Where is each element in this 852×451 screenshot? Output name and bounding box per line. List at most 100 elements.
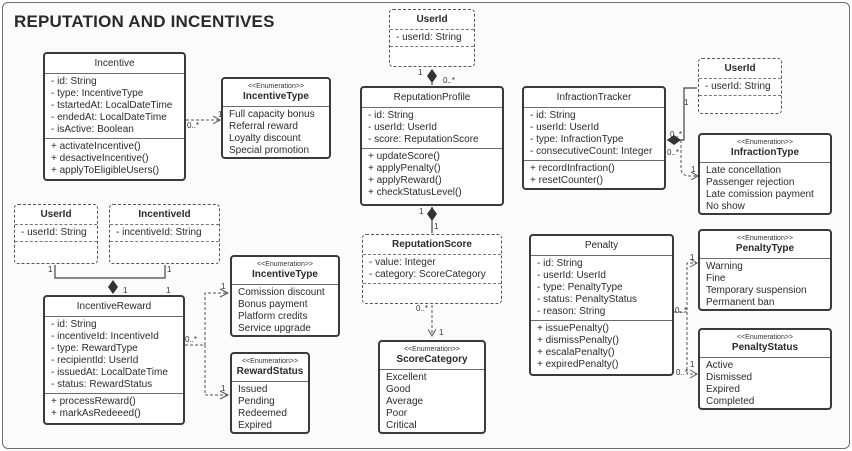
member-line: Passenger rejection <box>706 177 795 188</box>
multiplicity-label: 1 <box>439 328 444 337</box>
multiplicity-label: 0..* <box>185 335 198 344</box>
member-line: Warning <box>706 261 743 272</box>
member-line: Late concellation <box>706 165 782 176</box>
member-line: Good <box>386 384 411 395</box>
class-userid-left[interactable]: UserId - userId: String <box>14 204 98 264</box>
multiplicity-label: 0..* <box>667 148 680 157</box>
class-reputation-profile[interactable]: ReputationProfile - id: String- userId: … <box>360 86 504 206</box>
member-line: + dismissPenalty() <box>537 335 619 346</box>
multiplicity-label: 0..* <box>676 368 689 377</box>
multiplicity-label: 1 <box>434 222 439 231</box>
class-name: IncentiveId <box>138 209 191 220</box>
class-penalty[interactable]: Penalty - id: String- userId: UserId- ty… <box>529 234 674 376</box>
member-line: - userId: String <box>705 81 771 92</box>
member-line: + recordInfraction() <box>530 163 615 174</box>
enum-incentive-type-reward[interactable]: <<Enumeration>>IncentiveType Comission d… <box>230 255 340 337</box>
class-userid-top[interactable]: UserId - userId: String <box>389 9 475 67</box>
member-line: Late comission payment <box>706 189 814 200</box>
diagram-title: REPUTATION AND INCENTIVES <box>14 12 275 31</box>
edge-penalty-enums <box>674 262 697 375</box>
attributes-section: - id: String- type: IncentiveType- tstar… <box>45 74 184 139</box>
member-line: - type: InfractionType <box>530 134 624 145</box>
member-line: - status: RewardStatus <box>51 379 153 390</box>
attributes-section: - userId: String <box>390 30 474 47</box>
attributes-section: - id: String- userId: UserId- type: Pena… <box>531 256 672 321</box>
member-line: - userId: String <box>21 227 87 238</box>
member-line: Comission discount <box>238 287 325 298</box>
attributes-section: - userId: String <box>15 225 97 242</box>
member-line: - status: PenaltyStatus <box>537 294 638 305</box>
multiplicity-label: 1 <box>684 98 689 107</box>
member-line: - endedAt: LocalDateTime <box>51 112 167 123</box>
class-userid-right[interactable]: UserId - userId: String <box>698 58 782 114</box>
class-incentive[interactable]: Incentive - id: String- type: IncentiveT… <box>43 52 186 181</box>
member-line: Permanent ban <box>706 297 775 308</box>
member-line: Completed <box>706 396 755 407</box>
stereotype-label: <<Enumeration>> <box>736 235 794 242</box>
member-line: - userId: String <box>396 32 462 43</box>
attributes-section: - id: String- userId: UserId- score: Rep… <box>362 108 502 149</box>
enum-infraction-type[interactable]: <<Enumeration>>InfractionType Late conce… <box>698 133 832 215</box>
edge-reward-ids <box>54 265 166 279</box>
member-line: Average <box>386 396 424 407</box>
class-name: UserId <box>724 63 756 74</box>
member-line: Platform credits <box>238 311 308 322</box>
stereotype-label: <<Enumeration>> <box>247 83 305 90</box>
member-line: + applyReward() <box>368 175 442 186</box>
member-line: No show <box>706 201 745 212</box>
member-line: - incentiveId: IncentiveId <box>51 331 159 342</box>
enum-name: InfractionType <box>730 147 800 158</box>
class-incentive-reward[interactable]: IncentiveReward - id: String- incentiveI… <box>43 295 185 425</box>
enum-name: ScoreCategory <box>396 354 468 365</box>
member-line: + activateIncentive() <box>51 141 141 152</box>
composition-diamond <box>667 135 681 145</box>
multiplicity-label: 0..* <box>675 306 688 315</box>
member-line: Pending <box>238 396 275 407</box>
multiplicity-label: 1 <box>690 360 695 369</box>
member-line: - consecutiveCount: Integer <box>530 146 653 157</box>
member-line: Expired <box>238 420 272 431</box>
attributes-section: - id: String- userId: UserId- type: Infr… <box>524 108 664 161</box>
class-name: InfractionTracker <box>556 92 632 103</box>
member-line: - reason: String <box>537 306 606 317</box>
class-reputation-score[interactable]: ReputationScore - value: Integer- catego… <box>362 234 502 304</box>
member-line: - userId: UserId <box>537 270 606 281</box>
composition-diamond <box>427 69 437 83</box>
multiplicity-label: 1 <box>48 265 53 274</box>
class-name: UserId <box>40 209 72 220</box>
member-line: - type: IncentiveType <box>51 88 144 99</box>
member-line: - category: ScoreCategory <box>369 269 486 280</box>
enum-incentive-type[interactable]: <<Enumeration>>IncentiveType Full capaci… <box>221 77 331 159</box>
multiplicity-label: 1 <box>166 286 171 295</box>
member-line: + updateScore() <box>368 151 440 162</box>
methods-section: + updateScore()+ applyPenalty()+ applyRe… <box>362 149 502 201</box>
enum-name: PenaltyType <box>735 243 795 254</box>
attributes-section: - id: String- incentiveId: IncentiveId- … <box>45 317 183 394</box>
class-infraction-tracker[interactable]: InfractionTracker - id: String- userId: … <box>522 86 666 190</box>
class-incentiveid[interactable]: IncentiveId - incentiveId: String <box>109 204 220 264</box>
member-line: - type: PenaltyType <box>537 282 623 293</box>
member-line: Critical <box>386 420 417 431</box>
member-line: + expiredPenalty() <box>537 359 619 370</box>
enum-name: PenaltyStatus <box>731 342 799 353</box>
class-name: UserId <box>416 14 448 25</box>
multiplicity-label: 0..* <box>443 76 456 85</box>
multiplicity-label: 0..* <box>187 121 200 130</box>
member-line: - value: Integer <box>369 257 436 268</box>
composition-diamond <box>427 207 437 221</box>
member-line: Dismissed <box>706 372 753 383</box>
composition-diamond <box>108 280 118 294</box>
enum-name: RewardStatus <box>236 366 304 377</box>
stereotype-label: <<Enumeration>> <box>736 139 794 146</box>
